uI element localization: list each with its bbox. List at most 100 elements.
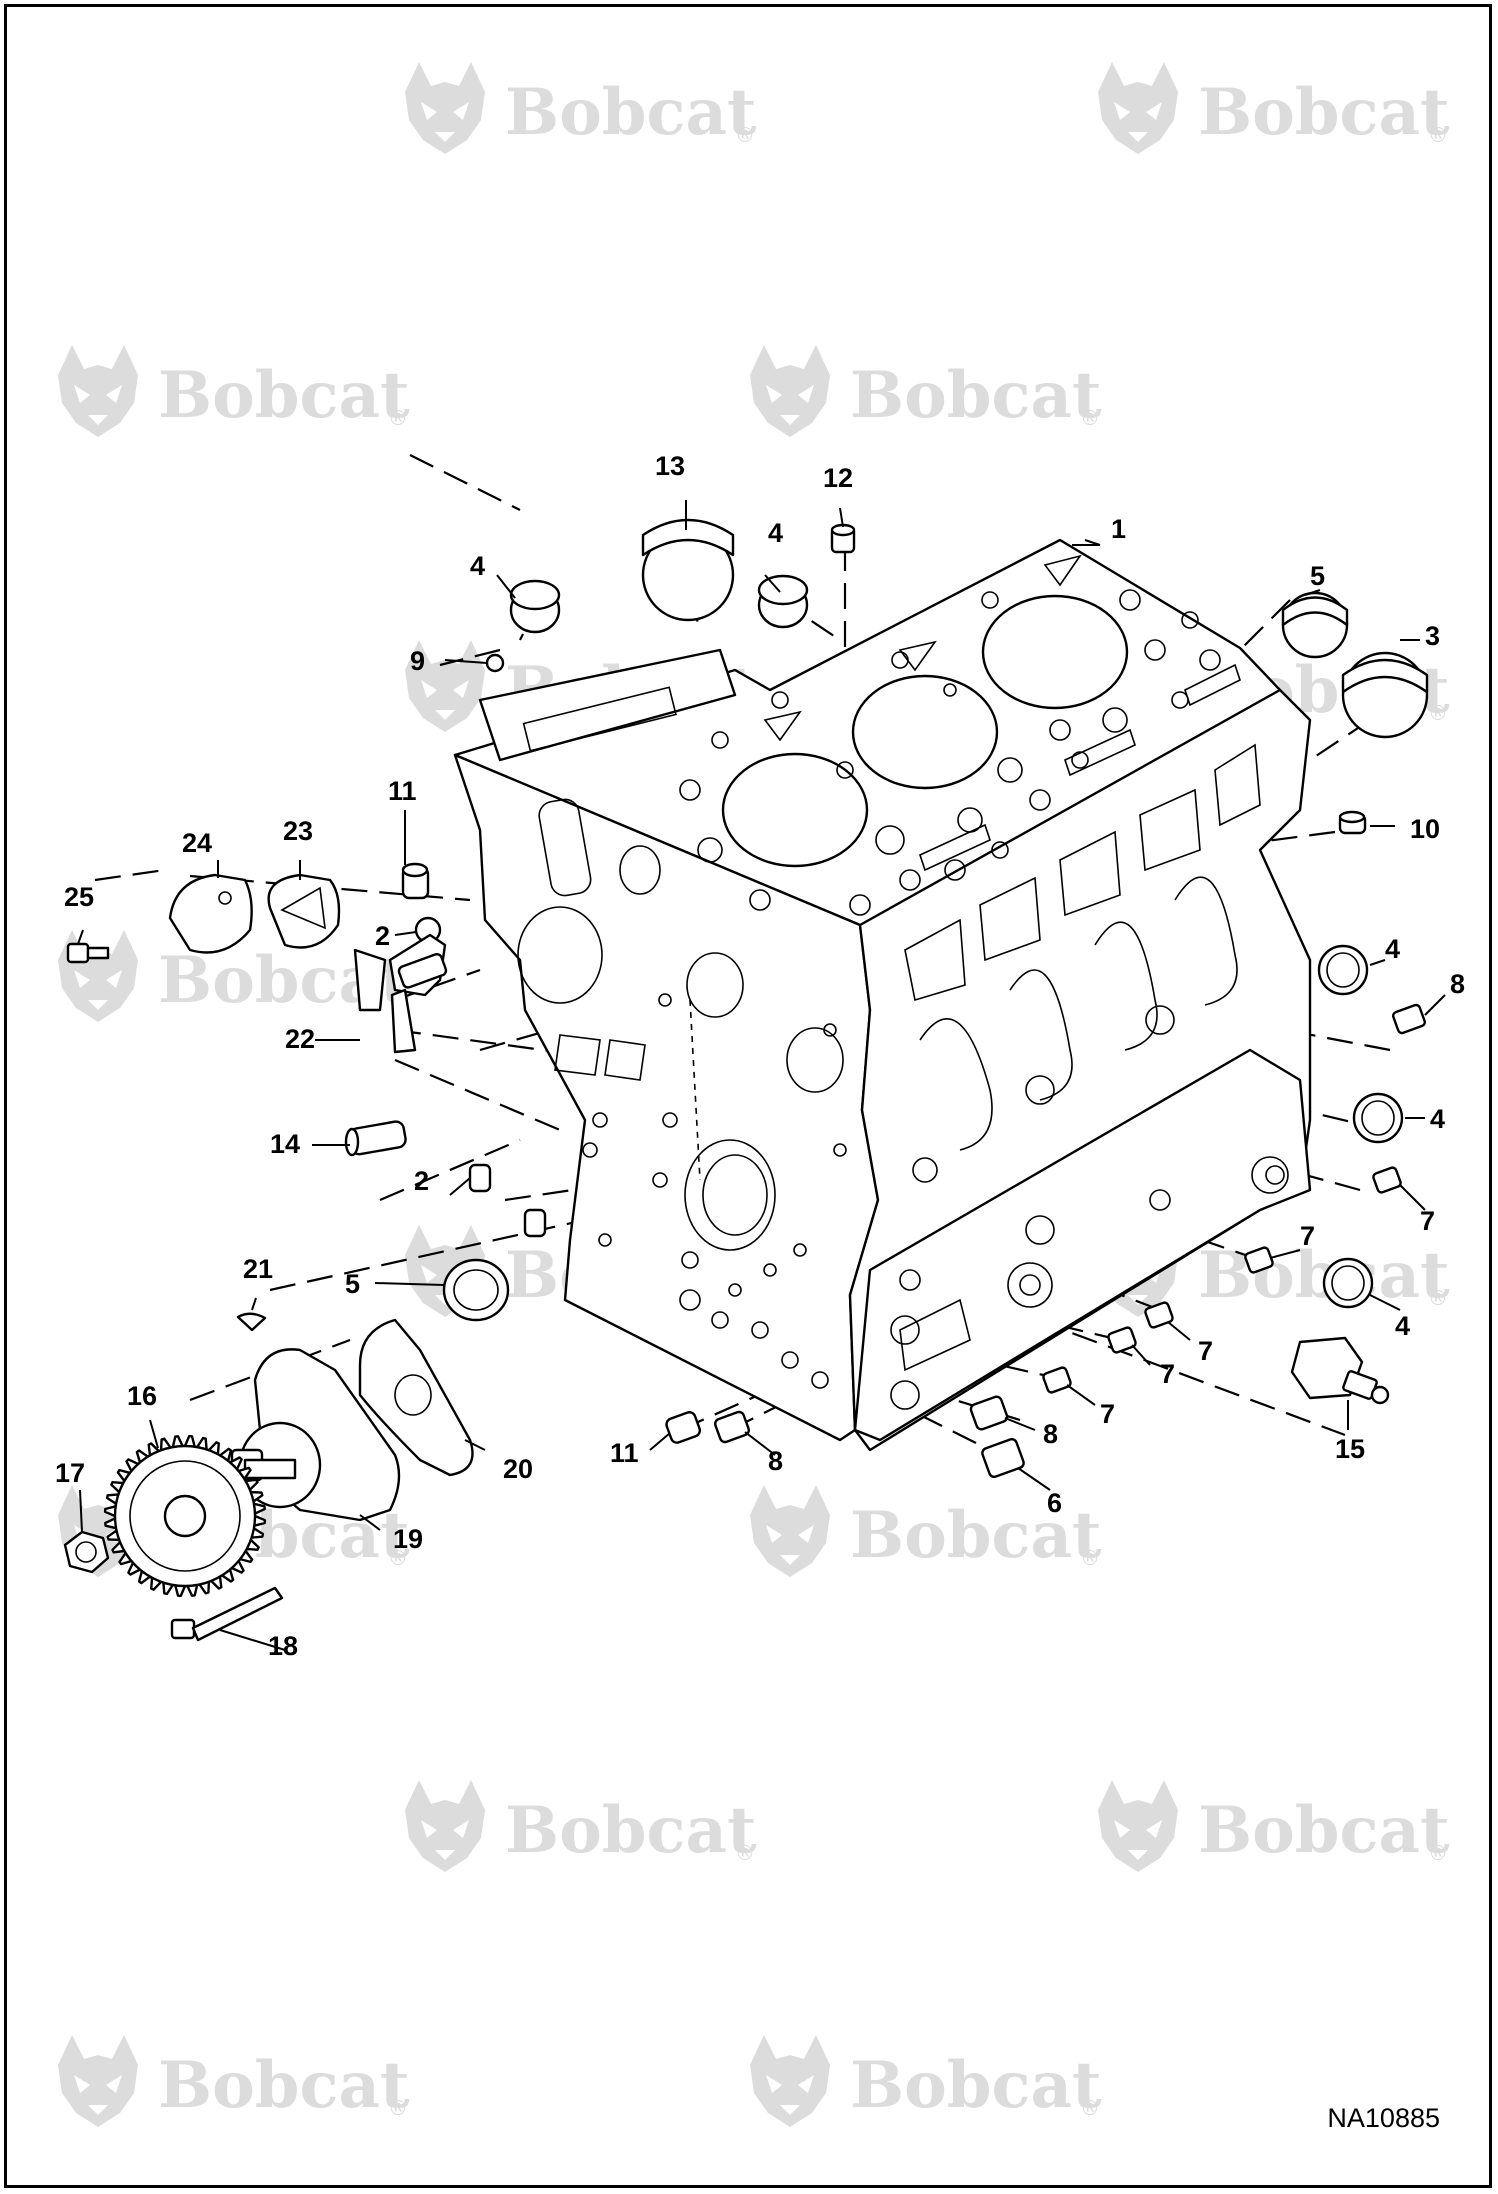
loose-parts bbox=[63, 518, 1429, 1642]
part-9-ball bbox=[485, 653, 505, 673]
bobcat-logo-icon bbox=[750, 2035, 830, 2127]
callout-8-right: 8 bbox=[1450, 969, 1465, 999]
watermark-text: Bobcat bbox=[850, 2048, 1102, 2123]
watermark-text: Bobcat bbox=[1198, 1793, 1450, 1868]
watermark-registered: ® bbox=[388, 2096, 408, 2120]
watermark-registered: ® bbox=[1428, 1841, 1448, 1865]
part-11-dowel-lower bbox=[665, 1411, 702, 1444]
callout-23: 23 bbox=[283, 816, 313, 846]
callout-18: 18 bbox=[268, 1631, 298, 1661]
part-4-plug-right-3 bbox=[1322, 1257, 1374, 1309]
watermark-13: Bobcat ® bbox=[405, 1780, 757, 1872]
part-6-plug bbox=[981, 1437, 1025, 1479]
watermark-registered: ® bbox=[1080, 406, 1100, 430]
callout-8-lower: 8 bbox=[1043, 1419, 1058, 1449]
part-13-large-plug bbox=[641, 518, 735, 622]
callout-7-c: 7 bbox=[1198, 1336, 1213, 1366]
callout-25: 25 bbox=[64, 882, 94, 912]
callout-10: 10 bbox=[1410, 814, 1440, 844]
watermark-2: Bobcat ® bbox=[1098, 62, 1450, 154]
watermark-4: Bobcat ® bbox=[750, 345, 1102, 437]
callout-11-upper: 11 bbox=[388, 776, 417, 806]
cylinder-bore-2 bbox=[851, 674, 999, 790]
part-7-screws bbox=[1042, 1166, 1402, 1394]
watermark-text: Bobcat bbox=[850, 358, 1102, 433]
deck-holes bbox=[679, 554, 1241, 916]
callout-24: 24 bbox=[182, 828, 212, 858]
callout-11-lower: 11 bbox=[610, 1438, 639, 1468]
bobcat-logo-icon bbox=[1098, 62, 1178, 154]
callout-3: 3 bbox=[1425, 621, 1440, 651]
part-23-gasket bbox=[267, 873, 341, 949]
part-4-plug-top-left bbox=[509, 579, 561, 634]
watermark-3: Bobcat ® bbox=[58, 345, 410, 437]
cylinder-bore-3 bbox=[981, 594, 1129, 710]
front-face-features bbox=[517, 798, 847, 1389]
callout-2-upper: 2 bbox=[375, 921, 390, 951]
right-face-ribs bbox=[890, 743, 1289, 1410]
callout-7-b: 7 bbox=[1300, 1221, 1315, 1251]
callout-13: 13 bbox=[655, 451, 685, 481]
part-22-drain-cock bbox=[353, 933, 448, 1054]
callout-4-top-mid: 4 bbox=[768, 518, 783, 548]
part-4-plug-top-mid bbox=[757, 574, 809, 629]
part-21-woodruff-key bbox=[236, 1312, 267, 1332]
bobcat-logo-icon bbox=[405, 1780, 485, 1872]
engine-block bbox=[453, 538, 1312, 1452]
part-3-plug bbox=[1341, 651, 1429, 739]
bobcat-logo-icon bbox=[58, 2035, 138, 2127]
callout-12: 12 bbox=[823, 463, 853, 493]
callout-4-right-3: 4 bbox=[1395, 1311, 1410, 1341]
callout-9: 9 bbox=[410, 646, 425, 676]
bobcat-logo-icon bbox=[750, 345, 830, 437]
watermark-registered: ® bbox=[735, 123, 755, 147]
callout-5-top: 5 bbox=[1310, 561, 1325, 591]
part-18-bolt bbox=[170, 1586, 284, 1642]
top-plate bbox=[478, 648, 737, 762]
watermark-text: Bobcat bbox=[505, 1793, 757, 1868]
block-lower-rail bbox=[853, 1048, 1312, 1442]
watermark-registered: ® bbox=[1428, 701, 1448, 725]
watermark-registered: ® bbox=[1428, 123, 1448, 147]
part-16-gear bbox=[103, 1434, 267, 1598]
watermark-registered: ® bbox=[1080, 2096, 1100, 2120]
watermark-text: Bobcat bbox=[158, 2048, 410, 2123]
part-20-oil-pump-gasket bbox=[358, 1318, 474, 1477]
part-12-dowel bbox=[830, 523, 856, 554]
callout-6: 6 bbox=[1047, 1488, 1062, 1518]
watermark-registered: ® bbox=[388, 1546, 408, 1570]
drawing-id: NA10885 bbox=[1327, 2103, 1440, 2133]
callout-4-right-1: 4 bbox=[1385, 934, 1400, 964]
watermark-14: Bobcat ® bbox=[1098, 1780, 1450, 1872]
part-24-cover-plate bbox=[168, 873, 253, 954]
part-8-set-screw-lower bbox=[714, 1395, 1009, 1444]
watermark-registered: ® bbox=[735, 1841, 755, 1865]
callout-7-d: 7 bbox=[1160, 1359, 1175, 1389]
callout-17: 17 bbox=[55, 1458, 85, 1488]
part-4-plug-right-2 bbox=[1352, 1092, 1404, 1144]
callout-4-top-left: 4 bbox=[470, 551, 485, 581]
part-14-tube bbox=[344, 1120, 407, 1157]
callout-19: 19 bbox=[393, 1524, 423, 1554]
bobcat-logo-icon bbox=[750, 1485, 830, 1577]
callout-16: 16 bbox=[127, 1381, 157, 1411]
watermark-text: Bobcat bbox=[505, 75, 757, 150]
watermark-registered: ® bbox=[1428, 1286, 1448, 1310]
part-11-dowel-upper bbox=[401, 862, 430, 900]
part-10-dowel bbox=[1338, 810, 1367, 835]
callout-20: 20 bbox=[503, 1454, 533, 1484]
watermark-text: Bobcat bbox=[850, 1498, 1102, 1573]
watermark-text: Bobcat bbox=[1198, 75, 1450, 150]
watermark-text: Bobcat bbox=[158, 358, 410, 433]
watermark-12: Bobcat ® bbox=[750, 1485, 1102, 1577]
watermark-1: Bobcat ® bbox=[405, 62, 757, 154]
callout-5-lower: 5 bbox=[345, 1269, 360, 1299]
callout-1: 1 bbox=[1111, 514, 1126, 544]
part-4-plug-right-1 bbox=[1317, 944, 1369, 996]
bobcat-logo-icon bbox=[58, 345, 138, 437]
watermark-15: Bobcat ® bbox=[58, 2035, 410, 2127]
callout-21: 21 bbox=[243, 1254, 273, 1284]
part-15-oil-pressure-switch bbox=[1290, 1336, 1390, 1405]
callout-22: 22 bbox=[285, 1024, 315, 1054]
